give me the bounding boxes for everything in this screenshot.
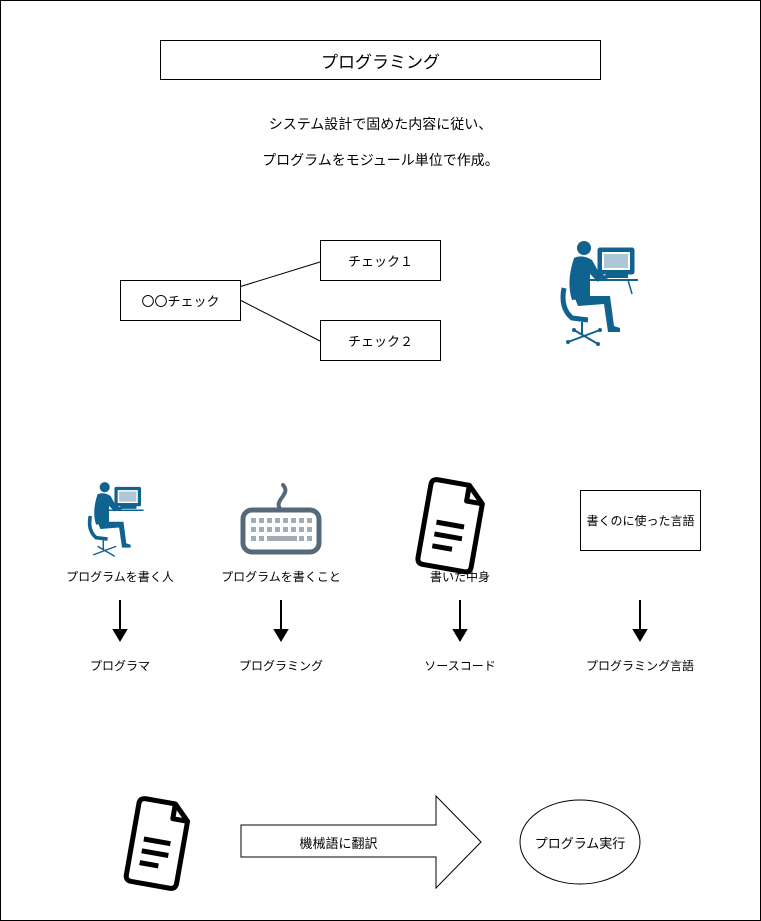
document-icon <box>415 477 485 575</box>
down-arrows <box>112 600 648 642</box>
result-ellipse <box>519 799 641 885</box>
tree-child-node-2: チェック２ <box>320 320 441 361</box>
tree-root-node: 〇〇チェック <box>120 280 241 321</box>
column-2-bottom-label: プログラミング <box>238 659 323 673</box>
small-programmer-icon <box>87 482 144 557</box>
column-1-top-label: プログラムを書く人 <box>66 570 174 584</box>
column-2-top-label: プログラムを書くこと <box>221 570 341 584</box>
bottom-document-icon <box>123 796 191 891</box>
result-label: プログラム実行 <box>534 837 626 852</box>
column-4-bottom-label: プログラミング言語 <box>585 659 694 673</box>
description-line-1: システム設計で固めた内容に従い、 <box>268 117 493 133</box>
column-3-bottom-label: ソースコード <box>424 659 496 673</box>
connector-line-2 <box>239 299 321 342</box>
translate-arrow-shape <box>240 794 482 890</box>
tree-child-node-1: チェック１ <box>320 240 441 281</box>
translate-arrow-label: 機械語に翻訳 <box>299 837 378 852</box>
description-line-2: プログラムをモジュール単位で作成。 <box>262 153 499 169</box>
page-title: プログラミング <box>160 40 601 80</box>
column-3-top-label: 書いた中身 <box>429 570 490 584</box>
column-4-language-box: 書くのに使った言語 <box>580 490 701 551</box>
keyboard-icon <box>240 483 322 555</box>
column-1-bottom-label: プログラマ <box>89 659 150 673</box>
